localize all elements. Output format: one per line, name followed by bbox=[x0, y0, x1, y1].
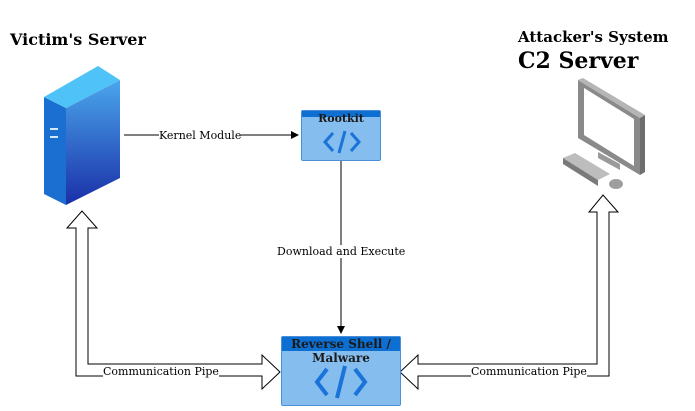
server-icon[interactable] bbox=[44, 66, 120, 205]
download-execute-label: Download and Execute bbox=[277, 245, 406, 258]
victim-server-title: Victim's Server bbox=[10, 30, 146, 49]
attacker-system-title: Attacker's System bbox=[518, 28, 669, 46]
kernel-module-label: Kernel Module bbox=[159, 129, 242, 142]
rootkit-label: Rootkit bbox=[318, 112, 364, 125]
c2-server-title: C2 Server bbox=[518, 48, 639, 74]
malware-label: Reverse Shell / Malware bbox=[291, 337, 391, 365]
communication-pipe-right-label: Communication Pipe bbox=[471, 365, 587, 378]
communication-pipe-left-label: Communication Pipe bbox=[103, 365, 219, 378]
pipe-right-arrow bbox=[399, 194, 620, 391]
rootkit-node[interactable]: Rootkit bbox=[301, 110, 381, 161]
pipe-left-arrow bbox=[65, 210, 281, 391]
desktop-computer-icon[interactable] bbox=[563, 78, 645, 189]
code-icon bbox=[322, 130, 362, 154]
code-icon bbox=[314, 365, 368, 399]
reverse-shell-malware-node[interactable]: Reverse Shell / Malware bbox=[281, 336, 401, 406]
